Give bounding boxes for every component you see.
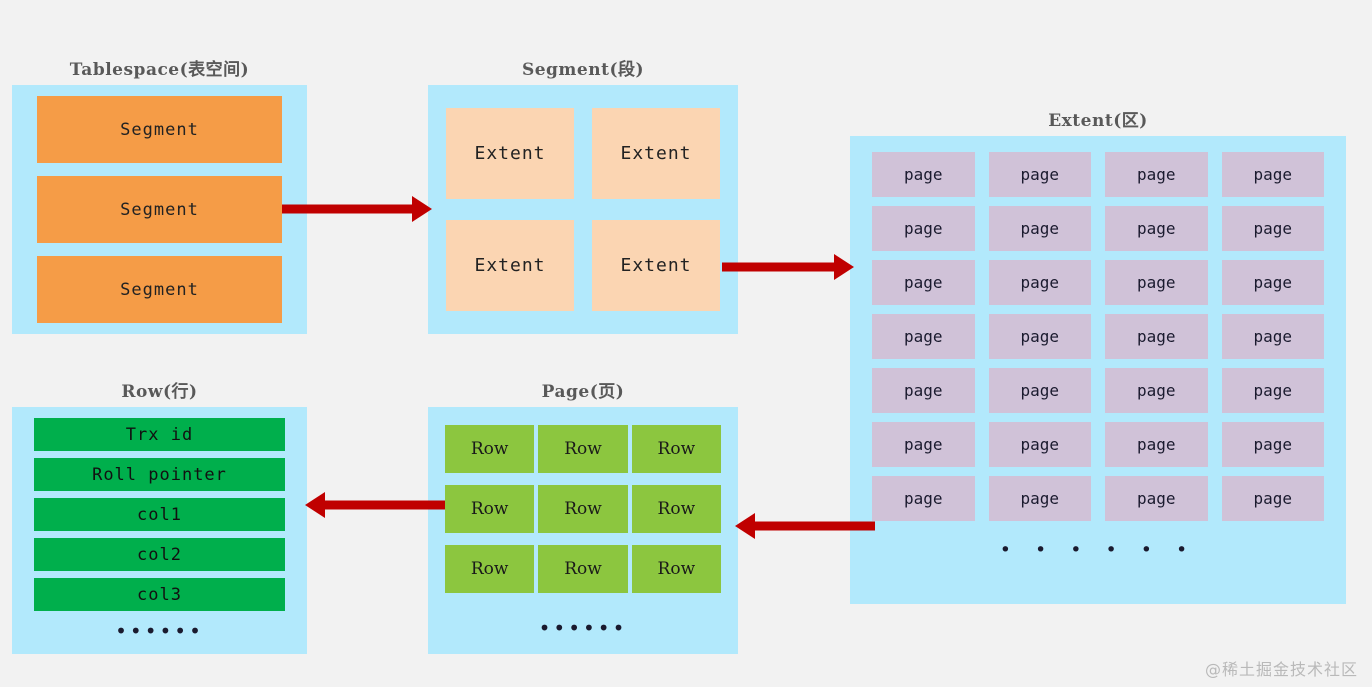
page-block[interactable]: page	[872, 314, 975, 359]
arrow-head-left-icon	[305, 492, 325, 518]
page-block[interactable]: page	[988, 422, 1091, 467]
group-extent: Extent(区)	[850, 111, 1346, 604]
row-block[interactable]: Row	[631, 485, 721, 533]
row-field-roll-pointer[interactable]: Roll pointer	[34, 458, 285, 491]
extent-panel: page page page page page page page page page page…	[850, 136, 1346, 604]
page-block[interactable]: page	[988, 260, 1091, 305]
page-block[interactable]: page	[1105, 206, 1208, 251]
row-block[interactable]: Row	[445, 425, 535, 473]
extent-block[interactable]: Extent	[446, 108, 574, 199]
arrow-page-to-row	[305, 492, 445, 518]
row-ellipsis-wrapper: ••••••	[34, 618, 285, 643]
page-block[interactable]: page	[1221, 260, 1324, 305]
row-block[interactable]: Row	[631, 425, 721, 473]
page-block[interactable]: page	[1221, 422, 1324, 467]
page-block[interactable]: page	[1221, 314, 1324, 359]
page-grid: page page page page page page page page page page…	[872, 152, 1324, 521]
arrow-tablespace-to-segment	[282, 196, 432, 222]
page-block[interactable]: page	[1221, 152, 1324, 197]
row-field-col1[interactable]: col1	[34, 498, 285, 531]
page-block[interactable]: page	[1221, 206, 1324, 251]
page-block[interactable]: page	[1105, 152, 1208, 197]
segment-block[interactable]: Segment	[37, 96, 282, 163]
page-block[interactable]: page	[1105, 476, 1208, 521]
extent-ellipsis: • • • • • •	[999, 539, 1197, 561]
row-field-col3[interactable]: col3	[34, 578, 285, 611]
group-row: Row(行)	[12, 382, 307, 654]
page-block[interactable]: page	[1105, 422, 1208, 467]
page-block[interactable]: page	[988, 314, 1091, 359]
page-block[interactable]: page	[988, 152, 1091, 197]
group-tablespace: Tablespace(表空间)	[12, 60, 307, 334]
row-title: Row(行)	[121, 382, 198, 402]
row-block[interactable]: Row	[538, 485, 628, 533]
page-block[interactable]: page	[872, 476, 975, 521]
row-ellipsis: ••••••	[115, 618, 204, 643]
page-block[interactable]: page	[872, 206, 975, 251]
group-page: Page(页)	[428, 382, 738, 654]
page-block[interactable]: page	[872, 368, 975, 413]
page-block[interactable]: page	[872, 260, 975, 305]
page-block[interactable]: page	[988, 206, 1091, 251]
page-ellipsis: ••••••	[538, 616, 628, 640]
row-field-trx-id[interactable]: Trx id	[34, 418, 285, 451]
arrow-extent-to-page	[735, 513, 875, 539]
row-block[interactable]: Row	[445, 545, 535, 593]
page-block[interactable]: page	[872, 422, 975, 467]
group-segment: Segment(段)	[428, 60, 738, 334]
row-panel: Trx id Roll pointer col1 col2 col3 •••••…	[12, 407, 307, 654]
page-block[interactable]: page	[1105, 260, 1208, 305]
page-block[interactable]: page	[872, 152, 975, 197]
arrow-line	[282, 204, 414, 214]
extent-block[interactable]: Extent	[592, 220, 720, 311]
row-block[interactable]: Row	[445, 485, 535, 533]
extent-title: Extent(区)	[1048, 111, 1148, 131]
page-block[interactable]: page	[988, 368, 1091, 413]
page-block[interactable]: page	[1105, 314, 1208, 359]
page-block[interactable]: page	[988, 476, 1091, 521]
segment-block[interactable]: Segment	[37, 176, 282, 243]
page-block[interactable]: page	[1221, 368, 1324, 413]
page-block[interactable]: page	[1221, 476, 1324, 521]
segment-panel: Extent Extent Extent Extent	[428, 85, 738, 334]
arrow-head-left-icon	[735, 513, 755, 539]
extent-block[interactable]: Extent	[592, 108, 720, 199]
arrow-line	[722, 262, 836, 272]
row-block[interactable]: Row	[631, 545, 721, 593]
arrow-line	[323, 500, 445, 510]
row-block[interactable]: Row	[538, 545, 628, 593]
page-block[interactable]: page	[1105, 368, 1208, 413]
arrow-head-right-icon	[834, 254, 854, 280]
arrow-head-right-icon	[412, 196, 432, 222]
segment-title: Segment(段)	[521, 60, 645, 80]
arrow-segment-to-extent	[722, 254, 854, 280]
tablespace-panel: Segment Segment Segment	[12, 85, 307, 334]
row-block[interactable]: Row	[538, 425, 628, 473]
page-title: Page(页)	[541, 382, 625, 402]
segment-block[interactable]: Segment	[37, 256, 282, 323]
arrow-line	[753, 521, 875, 531]
extent-block[interactable]: Extent	[446, 220, 574, 311]
watermark: @稀土掘金技术社区	[1204, 660, 1358, 679]
row-field-col2[interactable]: col2	[34, 538, 285, 571]
tablespace-title: Tablespace(表空间)	[69, 60, 250, 80]
